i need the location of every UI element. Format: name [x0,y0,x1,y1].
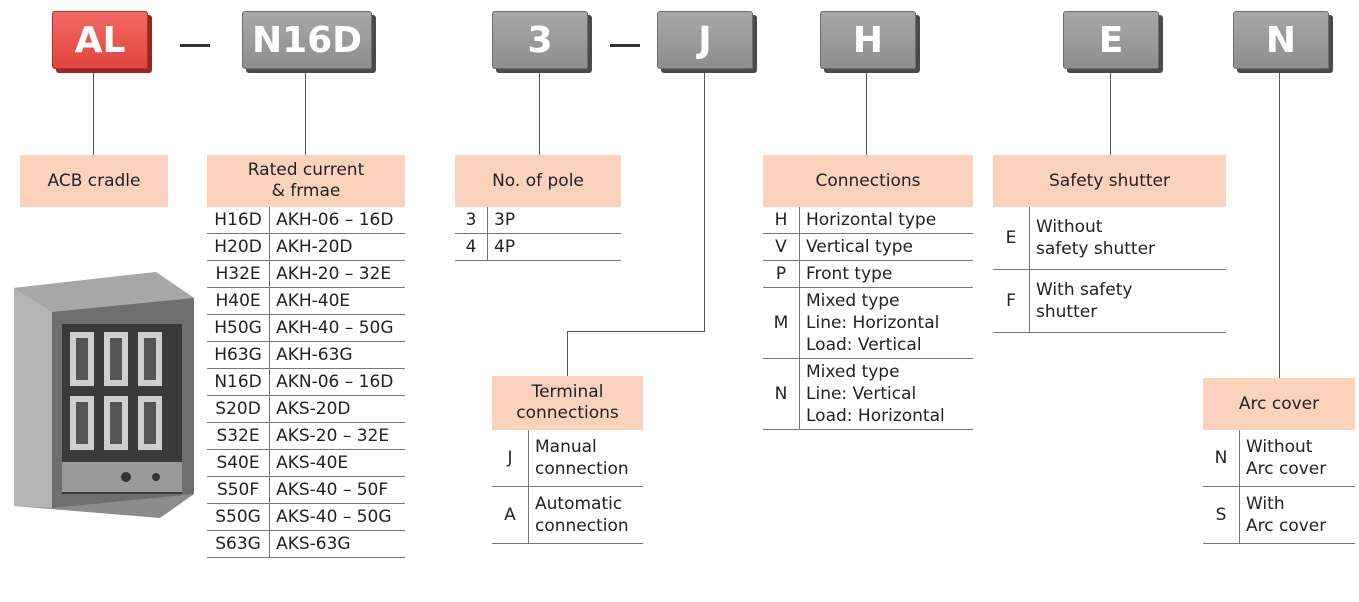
connector-line [704,73,705,331]
connector-line [1110,73,1111,155]
code-arc: N [1233,11,1329,69]
connector-line [567,331,568,376]
code-n16d: N16D [242,11,372,69]
separator-dash [610,44,640,47]
rated-header: Rated current & frmae [207,155,405,207]
acb-cradle-image [14,272,194,518]
poles-header: No. of pole [455,155,621,207]
code-al: AL [52,11,148,69]
separator-dash [180,44,210,47]
cradle-header: ACB cradle [20,155,168,207]
code-terminal: J [657,11,753,69]
shutter-header: Safety shutter [993,155,1226,207]
arc-header: Arc cover [1203,378,1355,430]
connector-line [1279,73,1280,378]
connector-line [93,73,94,155]
connector-line [567,331,705,332]
terminal-header: Terminal connections [492,376,643,430]
code-connections: H [820,11,916,69]
connector-line [539,73,540,155]
connections-header: Connections [763,155,973,207]
connector-line [866,73,867,155]
code-shutter: E [1063,11,1159,69]
connector-line [305,73,306,155]
code-poles: 3 [492,11,588,69]
